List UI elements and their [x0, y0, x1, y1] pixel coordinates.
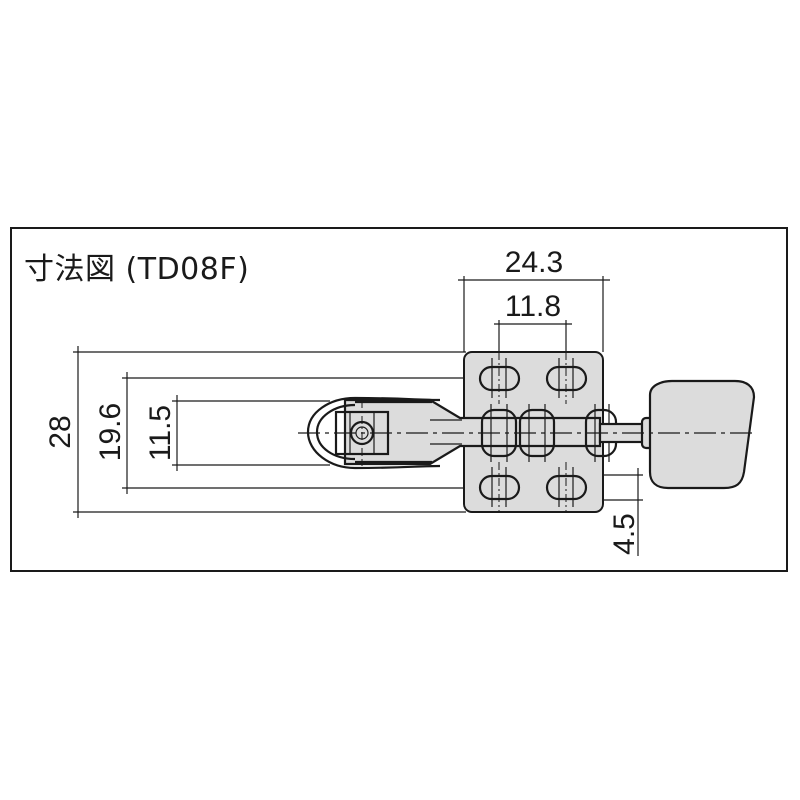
dim-label-11-8: 11.8 — [505, 290, 561, 323]
drawing-title: 寸法図 (TD08F) — [24, 252, 250, 287]
dim-label-11-5: 11.5 — [144, 405, 177, 461]
dim-19-6: 19.6 — [94, 372, 466, 494]
mounting-slots — [478, 352, 588, 512]
dim-label-28: 28 — [44, 415, 77, 448]
slot-top-right — [545, 352, 588, 404]
dim-label-4-5: 4.5 — [608, 513, 641, 555]
slot-top-left — [478, 352, 521, 404]
slot-bottom-right — [545, 462, 588, 512]
handle — [598, 379, 756, 490]
dim-label-19-6: 19.6 — [94, 403, 127, 461]
slot-bottom-left — [478, 462, 521, 512]
drawing-frame — [10, 227, 788, 572]
latch-arm — [306, 396, 602, 470]
dim-11-8: 11.8 — [494, 290, 572, 352]
dim-4-5: 4.5 — [603, 468, 643, 556]
dim-11-5: 11.5 — [144, 395, 330, 471]
dim-label-24-3: 24.3 — [505, 246, 563, 279]
dim-28: 28 — [44, 346, 466, 518]
dim-24-3: 24.3 — [458, 246, 610, 352]
